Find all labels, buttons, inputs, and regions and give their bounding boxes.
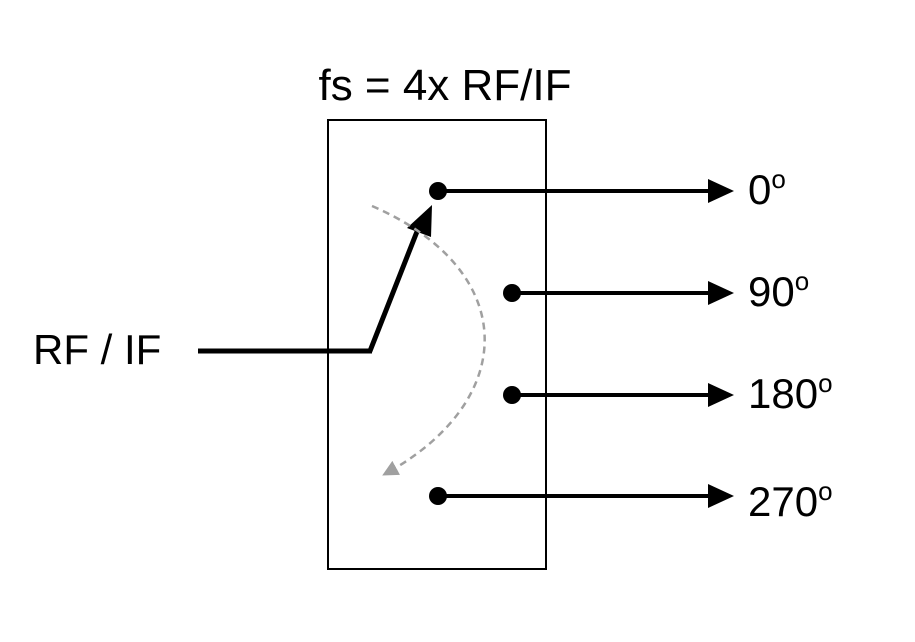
degree-mark-180: o bbox=[818, 368, 832, 398]
output-label-270: 270o bbox=[748, 476, 833, 525]
switch-arm-arrowhead bbox=[407, 205, 432, 237]
output-arrowhead-0 bbox=[708, 179, 734, 203]
output-value-270: 270 bbox=[748, 478, 818, 525]
diagram-title: fs = 4x RF/IF bbox=[318, 61, 571, 110]
output-value-180: 180 bbox=[748, 370, 818, 417]
output-label-180: 180o bbox=[748, 368, 833, 417]
output-value-90: 90 bbox=[748, 268, 795, 315]
input-label: RF / IF bbox=[33, 326, 161, 373]
output-value-0: 0 bbox=[748, 166, 771, 213]
degree-mark-90: o bbox=[795, 266, 809, 296]
output-arrowhead-180 bbox=[708, 383, 734, 407]
switch-arm bbox=[367, 226, 421, 354]
degree-mark-270: o bbox=[818, 476, 832, 506]
degree-mark-0: o bbox=[771, 164, 785, 194]
output-arrowhead-90 bbox=[708, 281, 734, 305]
switch-box bbox=[327, 119, 547, 570]
rotation-arrow bbox=[371, 204, 486, 476]
output-arrowhead-270 bbox=[708, 484, 734, 508]
output-label-0: 0o bbox=[748, 164, 786, 213]
output-label-90: 90o bbox=[748, 266, 809, 315]
